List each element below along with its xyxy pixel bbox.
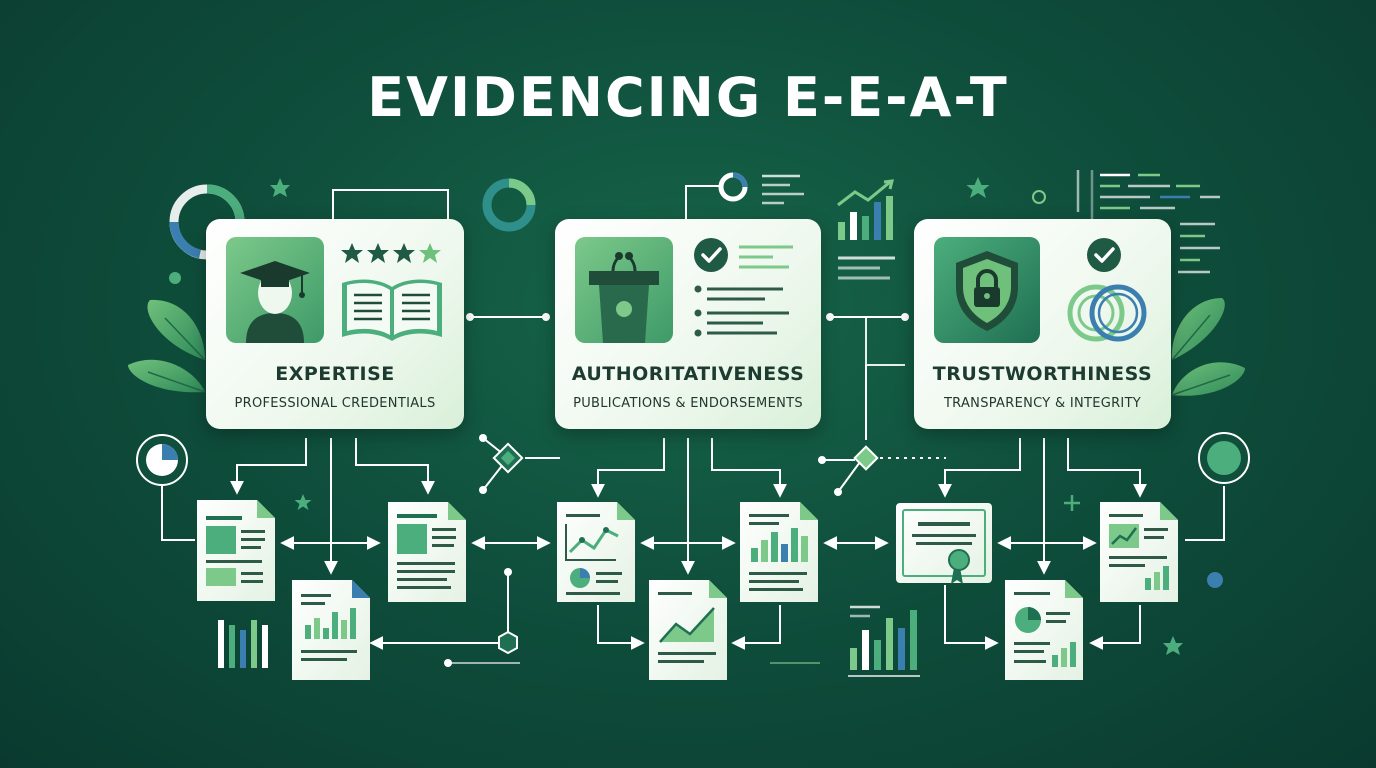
trustworthiness-subtitle: TRANSPARENCY & INTEGRITY [943,396,1142,411]
stars-decoration [270,177,1183,655]
authoritativeness-title: AUTHORITATIVENESS [571,363,805,385]
document-trust-pie [1005,580,1083,680]
document-expertise-2 [388,502,466,602]
document-authority-line-chart [557,502,635,602]
interlocked-rings-icon [1067,284,1147,342]
decorative-mini-charts [218,174,920,677]
trustworthiness-card: TRUSTWORTHINESS TRANSPARENCY & INTEGRITY [914,219,1171,429]
graduate-icon [226,237,324,343]
checklist-icon [694,245,793,337]
document-expertise-chart [292,580,370,680]
authoritativeness-card: AUTHORITATIVENESS PUBLICATIONS & ENDORSE… [555,219,821,429]
trustworthiness-title: TRUSTWORTHINESS [932,363,1153,385]
document-authority-area-chart [649,580,727,680]
expertise-subtitle: PROFESSIONAL CREDENTIALS [234,396,436,411]
connector-nodes [136,313,1250,655]
page-title: EVIDENCING E-E-A-T [367,66,1009,129]
authoritativeness-subtitle: PUBLICATIONS & ENDORSEMENTS [573,396,803,411]
podium-icon [575,237,673,343]
open-book-icon [342,279,442,341]
shield-lock-icon [934,237,1040,343]
left-leaves-decoration [128,299,206,393]
document-authority-bar-chart [740,502,818,602]
expertise-card: EXPERTISE PROFESSIONAL CREDENTIALS [206,219,464,429]
stars-rating-icon [341,243,441,263]
document-trust-chart [1100,502,1178,602]
certificate-document [896,503,992,584]
checkmark-icon [694,238,728,272]
expertise-title: EXPERTISE [275,363,395,385]
checkmark-icon [1087,238,1121,272]
connector-lines [161,185,1225,664]
document-expertise-1 [197,500,275,601]
right-leaves-decoration [1171,298,1245,396]
